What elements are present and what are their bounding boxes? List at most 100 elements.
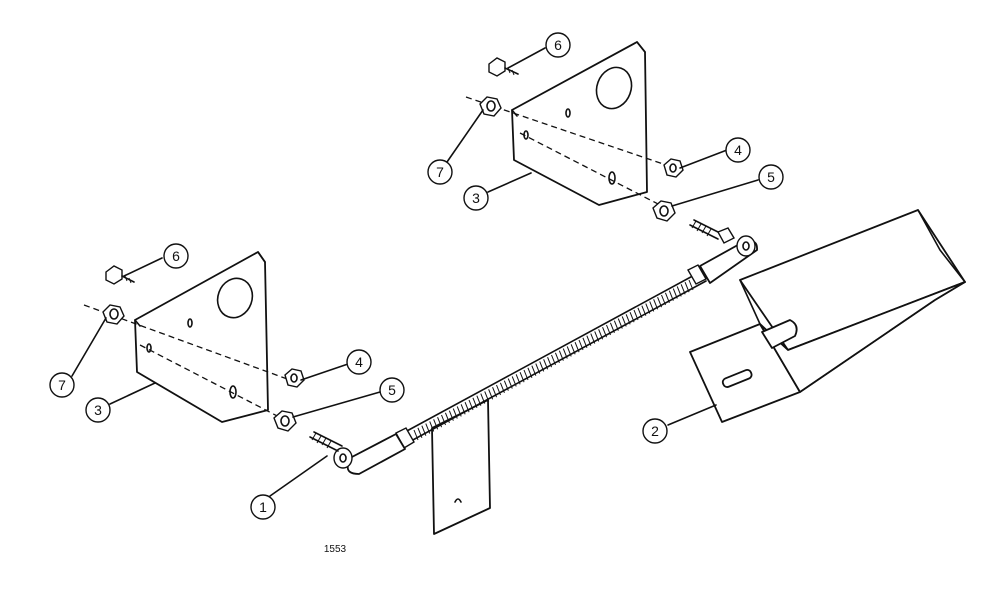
rod-thread-mark xyxy=(488,389,494,400)
rod-thread-mark xyxy=(590,333,596,344)
callout-2-label: 2 xyxy=(651,423,659,439)
left-axis-lower xyxy=(139,344,286,421)
rod-thread-mark xyxy=(582,337,588,349)
rod-thread-mark xyxy=(480,393,486,404)
rod-thread-mark xyxy=(649,301,655,312)
rod-thread-mark xyxy=(617,318,623,329)
rod-thread-mark xyxy=(613,320,619,331)
rod-thread-mark xyxy=(668,290,674,301)
rod-thread-mark xyxy=(464,401,470,413)
rod-thread-mark xyxy=(484,391,490,402)
rod-thread-mark xyxy=(598,329,604,340)
rod-thread-mark xyxy=(688,279,694,291)
rod-thread-mark xyxy=(684,281,690,293)
rod-thread-mark xyxy=(543,359,549,370)
callout-3-right: 3 xyxy=(463,185,489,211)
rod-thread-mark xyxy=(586,335,592,346)
right-nut-7 xyxy=(479,96,502,117)
rod-thread-mark xyxy=(456,406,462,417)
rod-thread-mark xyxy=(661,294,666,306)
rod-thread-mark xyxy=(672,288,678,299)
rod-thread-mark xyxy=(476,395,482,406)
left-axis-upper xyxy=(83,304,291,381)
rod-thread-mark xyxy=(645,303,651,314)
rod-threads xyxy=(413,279,694,441)
rod-thread-mark xyxy=(519,371,525,383)
left-bracket-assembly xyxy=(83,251,305,432)
callout-4-right: 4 xyxy=(725,137,751,163)
left-bracket-plate xyxy=(134,251,269,423)
right-axis-lower xyxy=(519,132,661,206)
callout-7-right-label: 7 xyxy=(436,164,444,180)
rod-thread-mark xyxy=(629,311,635,323)
rod-thread-mark xyxy=(609,322,615,334)
callout-6-left: 6 xyxy=(163,243,189,269)
callouts: 1 2 3 3 4 4 5 5 xyxy=(49,32,784,520)
rod-thread-mark xyxy=(441,414,446,426)
callout-3-left: 3 xyxy=(85,397,111,423)
callout-4-left-label: 4 xyxy=(355,354,363,370)
rod-thread-mark xyxy=(433,419,439,430)
left-bracket-large-hole xyxy=(216,277,254,319)
rod-thread-mark xyxy=(578,339,584,351)
callout-5-right-label: 5 xyxy=(767,169,775,185)
callout-7-left-label: 7 xyxy=(58,377,66,393)
callout-4-right-label: 4 xyxy=(734,142,742,158)
rod-thread-mark xyxy=(621,316,627,327)
rod-thread-mark xyxy=(531,365,537,376)
rod-thread-mark xyxy=(429,421,435,432)
rod-thread-mark xyxy=(421,425,427,436)
rod-thread-mark xyxy=(468,399,474,411)
rod-thread-mark xyxy=(680,284,686,295)
rod-thread-mark xyxy=(602,326,608,338)
rod-thread-mark xyxy=(523,369,529,381)
rod-thread-mark xyxy=(570,344,576,355)
rod-thread-mark xyxy=(676,286,682,297)
callout-5-left: 5 xyxy=(379,377,405,403)
rod-thread-mark xyxy=(515,374,521,385)
rod-thread-mark xyxy=(413,429,419,441)
right-nut-4 xyxy=(663,158,684,178)
rod-thread-mark xyxy=(606,324,611,336)
rod-thread-mark xyxy=(653,299,659,310)
rod-thread-mark xyxy=(625,314,631,325)
right-bracket-assembly xyxy=(465,41,684,222)
rod-thread-mark xyxy=(460,404,466,415)
rod-thread-mark xyxy=(448,410,454,421)
callout-6-right: 6 xyxy=(545,32,571,58)
rod-thread-mark xyxy=(551,354,556,366)
callout-1-label: 1 xyxy=(259,499,267,515)
rod-thread-mark xyxy=(641,305,647,316)
rod-thread-mark xyxy=(633,309,639,321)
callout-7-left: 7 xyxy=(49,372,75,398)
right-nut-5 xyxy=(652,200,676,222)
callout-5-left-label: 5 xyxy=(388,382,396,398)
rod-support-plate xyxy=(431,399,491,535)
rod-thread-mark xyxy=(562,348,568,359)
rod-assembly xyxy=(309,219,758,535)
rod-thread-mark xyxy=(664,292,670,304)
callout-3-left-label: 3 xyxy=(94,402,102,418)
rod-thread-mark xyxy=(437,416,443,428)
rod-thread-mark xyxy=(547,356,553,368)
callout-2: 2 xyxy=(642,418,668,444)
rod-thread-mark xyxy=(554,352,560,364)
rod-thread-mark xyxy=(496,384,501,396)
rod-thread-mark xyxy=(558,350,564,361)
left-nut-7 xyxy=(102,304,125,325)
callout-1: 1 xyxy=(250,494,276,520)
rod-thread-mark xyxy=(527,367,533,379)
callout-6-right-label: 6 xyxy=(554,37,562,53)
callout-5-right: 5 xyxy=(758,164,784,190)
rod-thread-mark xyxy=(499,382,505,394)
right-cap-screw xyxy=(488,57,519,77)
callout-7-right: 7 xyxy=(427,159,453,185)
rod-thread-mark xyxy=(637,307,643,319)
left-rod-end xyxy=(309,427,415,475)
left-cap-screw xyxy=(105,265,135,285)
left-nut-4 xyxy=(284,368,305,388)
rod-thread-mark xyxy=(444,412,450,424)
callout-6-left-label: 6 xyxy=(172,248,180,264)
